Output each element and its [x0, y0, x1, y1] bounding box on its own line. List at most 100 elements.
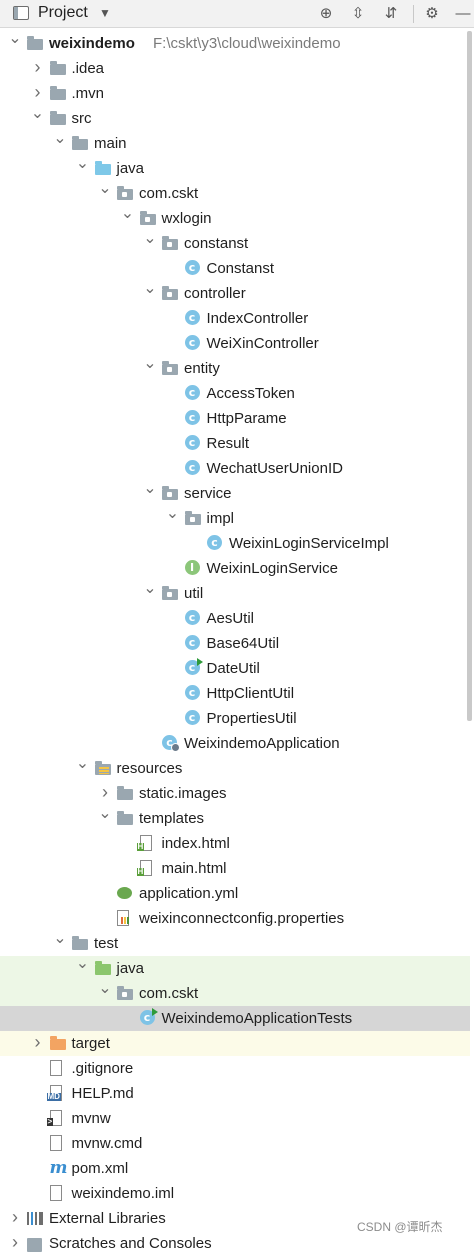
watermark-text: CSDN @谭昕杰	[357, 1220, 443, 1234]
source-folder-icon	[94, 161, 111, 176]
tree-node[interactable]: .gitignore	[0, 1056, 470, 1081]
tree-node[interactable]: weixinconnectconfig.properties	[0, 906, 470, 931]
tree-node[interactable]: ⌄wxlogin	[0, 205, 470, 231]
tree-node[interactable]: ›target	[0, 1031, 470, 1056]
chevron-down-icon[interactable]: ⌄	[53, 130, 67, 147]
tree-node[interactable]: ⌄impl	[0, 505, 470, 531]
tree-node-label: main	[94, 135, 127, 152]
tree-node[interactable]: ⌄controller	[0, 280, 470, 306]
chevron-right-icon[interactable]: ›	[102, 782, 108, 802]
maven-pom-icon: m	[49, 1158, 68, 1178]
chevron-down-icon[interactable]: ⌄	[8, 30, 22, 47]
tree-node-label: .mvn	[71, 85, 105, 102]
tree-node[interactable]: application.yml	[0, 881, 470, 906]
tree-node-label: entity	[184, 360, 220, 377]
properties-file-icon	[117, 910, 129, 926]
tree-node[interactable]: ⌄java	[0, 155, 470, 181]
project-view-title[interactable]: Project	[38, 4, 88, 21]
folder-icon	[117, 786, 133, 801]
tree-node[interactable]: ⌄ entity	[0, 355, 470, 381]
chevron-down-icon[interactable]: ⌄	[75, 755, 90, 772]
collapse-all-icon[interactable]: ⇵	[384, 5, 398, 22]
chevron-down-icon[interactable]: ⌄	[98, 980, 112, 997]
folder-icon	[49, 111, 66, 126]
tree-node-label: .idea	[71, 60, 105, 77]
tree-node[interactable]: mvnw.cmd	[0, 1131, 470, 1156]
vertical-scrollbar[interactable]	[467, 31, 472, 721]
chevron-right-icon[interactable]: ›	[34, 82, 41, 102]
chevron-right-icon[interactable]: ›	[12, 1232, 18, 1252]
tree-node[interactable]: I WeixinLoginService	[0, 556, 470, 581]
locate-icon[interactable]: ⊕	[319, 5, 333, 22]
tree-node[interactable]: › External Libraries	[0, 1206, 470, 1231]
tree-node[interactable]: ›static.images	[0, 781, 470, 806]
chevron-down-icon[interactable]: ⌄	[165, 505, 180, 522]
tree-node-label: Base64Util	[206, 635, 280, 652]
tree-node-label: External Libraries	[49, 1210, 166, 1227]
chevron-down-icon[interactable]: ⌄	[98, 180, 112, 197]
tree-node[interactable]: >mvnw	[0, 1106, 470, 1131]
tree-node[interactable]: ⌄resources	[0, 755, 470, 781]
text-file-icon	[49, 1135, 62, 1151]
chevron-down-icon[interactable]: ⌄	[120, 205, 135, 222]
tree-node[interactable]: ⌄templates	[0, 805, 470, 831]
tree-node-label: java	[116, 960, 145, 977]
chevron-right-icon[interactable]: ›	[34, 57, 41, 77]
expand-all-icon[interactable]: ⇳	[351, 5, 365, 22]
tree-node[interactable]: ⌄constanst	[0, 230, 470, 256]
tree-node[interactable]: ⌄test	[0, 930, 470, 956]
chevron-right-icon[interactable]: ›	[34, 1032, 41, 1052]
tree-node[interactable]: ⌄util	[0, 580, 470, 606]
package-icon	[117, 186, 133, 201]
chevron-down-icon[interactable]: ⌄	[143, 480, 157, 497]
chevron-down-icon[interactable]: ⌄	[75, 155, 90, 172]
tree-node[interactable]: ⌄com.cskt	[0, 180, 470, 206]
interface-icon: I	[184, 560, 200, 575]
module-folder-icon	[27, 36, 43, 51]
tree-node[interactable]: ⌄ java	[0, 955, 470, 981]
tree-node[interactable]: weixindemo.iml	[0, 1181, 470, 1206]
gear-icon[interactable]: ⚙	[425, 5, 439, 22]
tree-node-label: service	[184, 485, 232, 502]
chevron-down-icon[interactable]: ⌄	[143, 355, 157, 372]
tree-node[interactable]: ⌄ main	[0, 130, 470, 156]
chevron-down-icon[interactable]: ⌄	[98, 805, 112, 822]
chevron-down-icon[interactable]: ⌄	[30, 105, 45, 122]
chevron-down-icon[interactable]: ⌄	[143, 580, 157, 597]
tree-node-label: WeixinLoginService	[206, 560, 338, 577]
tree-node[interactable]: › .mvn	[0, 81, 470, 106]
chevron-down-icon[interactable]: ▼	[99, 6, 111, 20]
minimize-icon[interactable]: —	[455, 5, 471, 22]
tree-node[interactable]: ⌄src	[0, 105, 470, 131]
chevron-right-icon[interactable]: ›	[12, 1207, 18, 1227]
tree-node[interactable]: › .idea	[0, 56, 470, 81]
tree-node[interactable]: ⌄com.cskt	[0, 980, 470, 1006]
chevron-down-icon[interactable]: ⌄	[53, 930, 67, 947]
tree-node-label: Scratches and Consoles	[49, 1235, 212, 1252]
tree-node[interactable]: ⌄ service	[0, 480, 470, 506]
chevron-down-icon[interactable]: ⌄	[143, 230, 157, 247]
class-icon: c	[184, 610, 200, 625]
chevron-down-icon[interactable]: ⌄	[143, 280, 157, 297]
chevron-down-icon[interactable]: ⌄	[75, 955, 90, 972]
